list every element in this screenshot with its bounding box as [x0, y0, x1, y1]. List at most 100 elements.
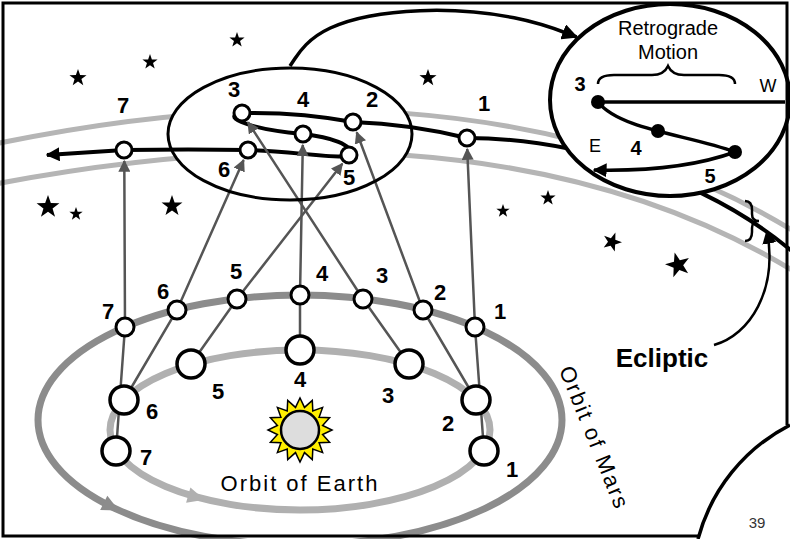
star [37, 195, 60, 217]
node-outline [166, 66, 414, 202]
sky-region-ellipse: 3 4 2 6 5 [166, 66, 414, 202]
position-number: 5 [343, 167, 355, 189]
star [663, 249, 693, 278]
position-number: 7 [102, 301, 114, 323]
position-number: 3 [228, 79, 240, 101]
sun-disk [281, 411, 319, 449]
sky-position-dot [240, 142, 256, 158]
position-number: 3 [574, 74, 585, 94]
earth-position [462, 386, 490, 414]
star [162, 195, 183, 215]
position-number: 5 [704, 166, 715, 186]
star [69, 69, 86, 85]
earth-position [395, 350, 423, 378]
position-number: 2 [442, 413, 454, 435]
mars-position [466, 318, 484, 336]
connector-arrow [290, 10, 577, 66]
orbit-direction-arrow [186, 487, 207, 507]
sky-position-dot [459, 130, 475, 146]
orbit-label: Orbit of Earth [221, 473, 380, 495]
sight-line [191, 164, 342, 364]
position-number: 6 [157, 281, 169, 303]
position-number: 2 [434, 282, 446, 304]
retrograde-inset-drawing [550, 4, 790, 196]
direction-letter: W [760, 77, 777, 95]
mars-position [414, 301, 432, 319]
earth-position [177, 350, 205, 378]
position-number: 2 [366, 89, 378, 111]
sight-line [248, 122, 409, 364]
position-number: 7 [117, 95, 129, 117]
position-number: 3 [382, 385, 394, 407]
mars-position [354, 290, 372, 308]
star [69, 207, 82, 220]
earth-positions [102, 336, 498, 465]
mars-positions [116, 286, 484, 336]
inset-position-dot [651, 124, 665, 138]
sky-positions [116, 105, 475, 163]
direction-letter: E [589, 137, 601, 155]
star [600, 229, 624, 253]
next-panel-arc [698, 425, 790, 539]
position-number: 6 [218, 159, 230, 181]
inset-ground [550, 4, 790, 196]
position-number: 3 [376, 265, 388, 287]
ecliptic-brace [745, 201, 759, 241]
position-number: 4 [297, 89, 309, 111]
position-number: 4 [316, 263, 328, 285]
orbit-label: Orbit of Mars [555, 363, 633, 513]
earth-position [286, 336, 314, 364]
star [419, 69, 436, 85]
position-number: 4 [630, 138, 641, 158]
position-number: 1 [478, 93, 490, 115]
retrograde-brace [598, 66, 735, 84]
position-number: 1 [506, 459, 518, 481]
mars-position [228, 290, 246, 308]
sky-position-dot [295, 126, 311, 142]
earth-orbit [110, 350, 490, 510]
sun [268, 398, 332, 462]
star [496, 204, 509, 217]
retrograde-inset-circle: Retrograde Motion 3 W E 4 5 [548, 2, 790, 198]
ecliptic-label: Ecliptic [616, 345, 708, 371]
mars-position [116, 318, 134, 336]
ellipse-outline [168, 68, 412, 200]
inset-position-dot [591, 95, 605, 109]
position-number: 1 [494, 301, 506, 323]
page-frame [3, 3, 790, 539]
star [142, 54, 157, 68]
position-number: 4 [294, 369, 306, 391]
sky-position-dot [234, 105, 250, 121]
position-number: 5 [230, 261, 242, 283]
sun-rays [268, 398, 332, 462]
page-number: 39 [749, 515, 766, 530]
star [229, 32, 244, 46]
inset-path [598, 100, 785, 104]
inset-path [598, 102, 735, 152]
connector-group [290, 10, 577, 66]
mars-position [291, 286, 309, 304]
earth-position [102, 437, 130, 465]
orbit-direction-arrow [100, 496, 122, 518]
sight-line [300, 145, 303, 350]
earth-position [470, 437, 498, 465]
inset-position-dot [728, 145, 742, 159]
position-number: 5 [212, 381, 224, 403]
sight-line [124, 160, 244, 400]
earth-position [110, 386, 138, 414]
position-number: 6 [146, 401, 158, 423]
star [540, 190, 555, 204]
sky-position-dot [116, 142, 132, 158]
mars-position [168, 301, 186, 319]
inset-title: Retrograde Motion [612, 16, 724, 64]
ellipse-outline [550, 4, 790, 196]
sight-line [357, 132, 476, 400]
position-number: 7 [140, 447, 152, 469]
sky-position-dot [341, 147, 357, 163]
ecliptic-callout [714, 201, 769, 345]
frame-border [3, 3, 787, 536]
ecliptic-leader [714, 231, 769, 345]
